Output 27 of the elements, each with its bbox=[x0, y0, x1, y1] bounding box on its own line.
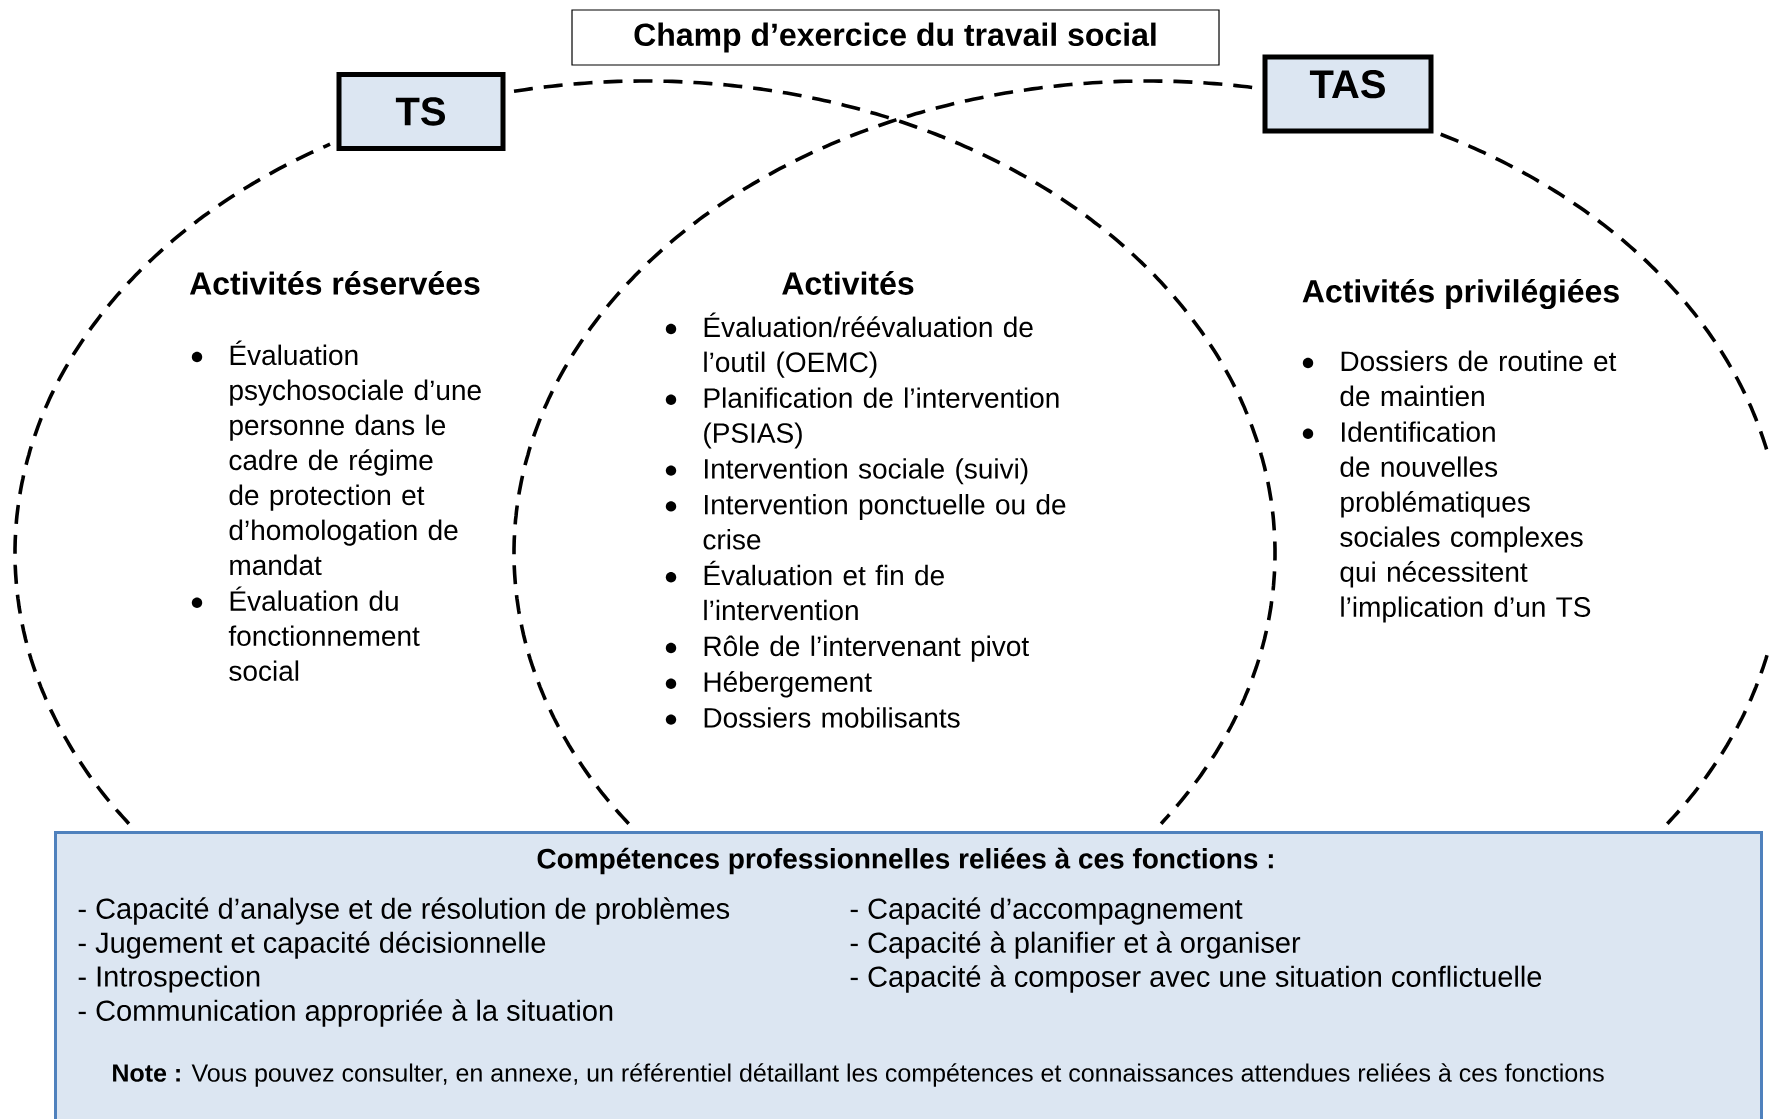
list-item: Évaluation psychosociale d’une personne dans le cadre de régime de protection et d’homologation de mandat bbox=[229, 340, 481, 576]
list-item: Intervention ponctuelle ou de crise bbox=[703, 494, 1066, 550]
list-item: Rôle de l’intervenant pivot bbox=[704, 635, 1029, 662]
note-text: Note : Vous pouvez consulter, en annexe, un référentiel détaillant les compétences et connaissances attendues reliées à ces fonctions bbox=[113, 1063, 1604, 1087]
list-item: Identification de nouvelles problématiques sociales complexes qui nécessitent l’implication d’un TS bbox=[1340, 421, 1591, 623]
competence-item: - Capacité à planifier et à organiser bbox=[850, 931, 1301, 959]
list-item: Évaluation/réévaluation de l’outil (OEMC) bbox=[704, 312, 1033, 378]
competence-item: - Communication appropriée à la situation bbox=[78, 999, 613, 1027]
list-item: Évaluation du fonctionnement social bbox=[228, 586, 420, 681]
list-item: Hébergement bbox=[704, 671, 872, 698]
list-item: Intervention sociale (suivi) bbox=[705, 458, 1028, 485]
competence-item: - Jugement et capacité décisionnelle bbox=[78, 931, 546, 959]
competence-item: - Capacité d’analyse et de résolution de problèmes bbox=[78, 897, 730, 925]
role-box: TS bbox=[336, 72, 506, 151]
competence-item: - Capacité à composer avec une situation conflictuelle bbox=[850, 965, 1542, 993]
list-item: Évaluation et fin de l’intervention bbox=[704, 560, 944, 621]
role-box: TAS bbox=[1262, 54, 1434, 134]
column-heading: Activités privilégiées bbox=[1302, 278, 1619, 310]
list-item: Dossiers mobilisants bbox=[704, 707, 960, 728]
column-heading: Activités réservées bbox=[189, 271, 480, 295]
list-item: Dossiers de routine et de maintien bbox=[1340, 350, 1617, 407]
title-box: Champ d’exercice du travail social bbox=[571, 9, 1220, 66]
column-heading: Activités bbox=[782, 271, 914, 295]
list-item: Planification de l’intervention (PSIAS) bbox=[704, 387, 1059, 449]
competence-item: - Introspection bbox=[78, 965, 260, 993]
competence-item: - Capacité d’accompagnement bbox=[850, 897, 1243, 925]
panel-heading: Compétences professionnelles reliées à ces fonctions : bbox=[537, 847, 1273, 875]
